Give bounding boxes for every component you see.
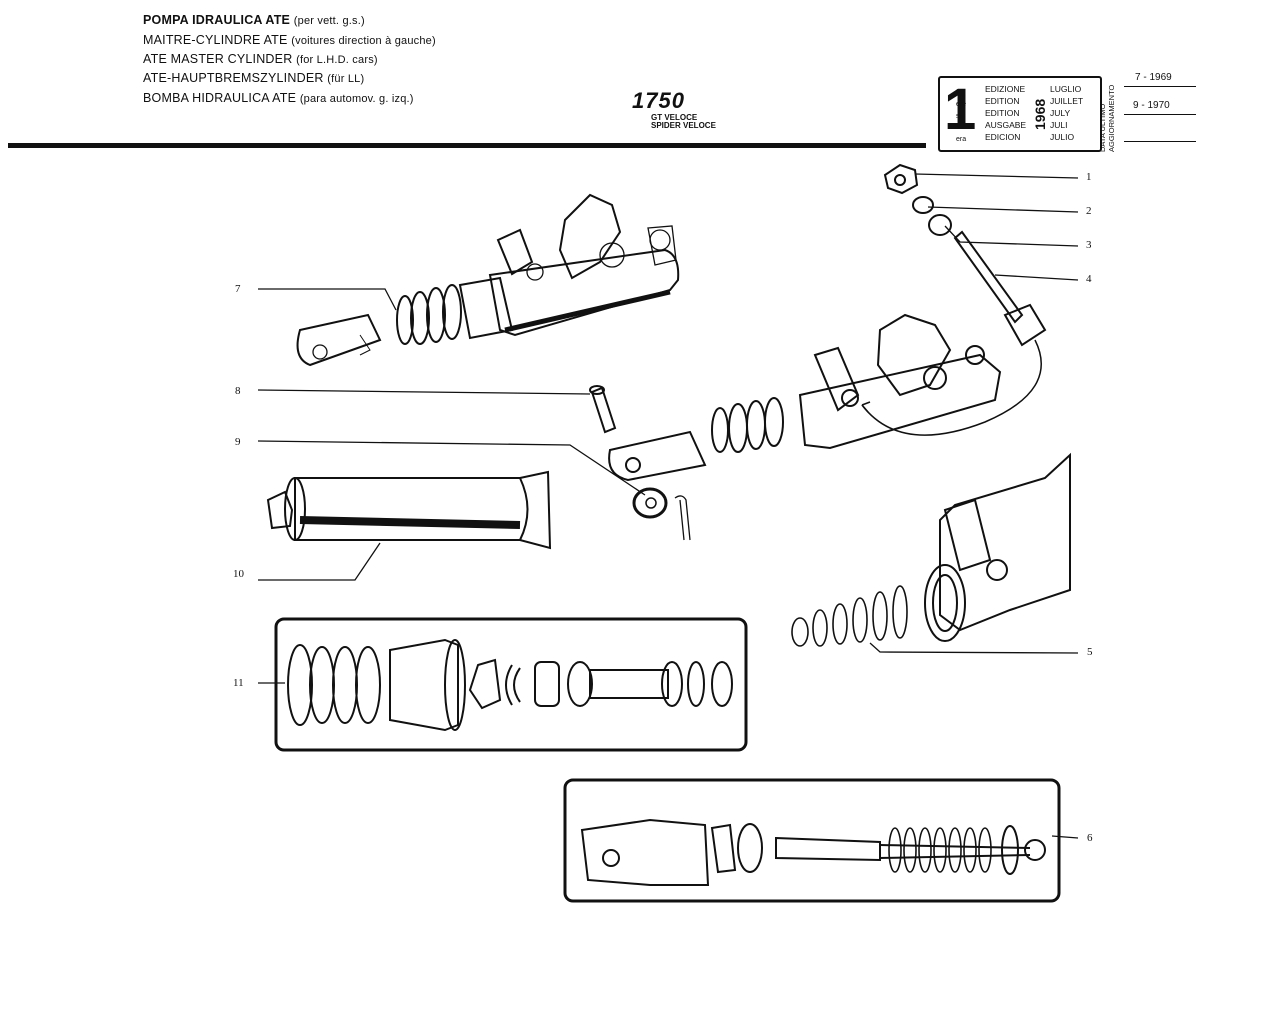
cylinder-body-5 (791, 452, 1071, 647)
edition-label: AUSGABE (985, 120, 1027, 130)
washer-3 (928, 214, 952, 236)
edition-month: JUILLET (1050, 96, 1084, 106)
callout-5: 5 (1087, 646, 1093, 658)
edition-month: LUGLIO (1050, 84, 1082, 94)
edition-label: EDITION (985, 108, 1020, 118)
update-line-2 (1124, 114, 1196, 115)
callout-11: 11 (233, 677, 244, 689)
callout-10: 10 (233, 568, 244, 580)
edition-number: 1 (944, 77, 977, 142)
leader-3 (944, 225, 1079, 247)
model-logo: 1750 (632, 88, 685, 113)
washer-2 (912, 196, 934, 214)
washer-9 (632, 487, 668, 519)
title-en: ATE MASTER CYLINDER (for L.H.D. cars) (143, 52, 378, 66)
callout-6: 6 (1087, 832, 1093, 844)
title-it: POMPA IDRAULICA ATE (per vett. g.s.) (143, 13, 365, 27)
model-sub-gt: GT VELOCE (651, 113, 698, 122)
cotter-pin (674, 495, 691, 541)
callout-7: 7 (235, 283, 241, 295)
leader-2 (927, 206, 1079, 213)
callout-9: 9 (235, 436, 241, 448)
box-11 (274, 617, 748, 752)
callout-2: 2 (1086, 205, 1092, 217)
edition-label: EDITION (985, 96, 1020, 106)
title-es: BOMBA HIDRAULICA ATE (para automov. g. i… (143, 91, 414, 105)
update-line-3 (1124, 141, 1196, 142)
edition-label: EDIZIONE (985, 84, 1026, 94)
leader-1 (914, 173, 1079, 179)
master-cylinder-assembly (296, 193, 680, 367)
header-rule (8, 143, 926, 148)
update-date-1: 7 - 1969 (1135, 72, 1172, 83)
edition-box (938, 76, 1102, 152)
leader-5 (869, 642, 1079, 654)
callout-1: 1 (1086, 171, 1092, 183)
model-sub-spider: SPIDER VELOCE (651, 121, 716, 130)
edition-month: JULY (1050, 108, 1071, 118)
edition-sup: era (956, 136, 967, 143)
leader-4 (994, 274, 1079, 281)
leader-10 (258, 542, 381, 581)
seal-kit-parts (287, 638, 733, 732)
edition-sup: st (956, 113, 962, 120)
callout-4: 4 (1086, 273, 1092, 285)
leader-8 (257, 389, 591, 395)
edition-month: JULIO (1050, 132, 1075, 142)
nut-1 (883, 163, 919, 195)
update-line-1 (1124, 86, 1196, 87)
edition-sup: . (956, 124, 958, 131)
edition-label: EDICION (985, 132, 1021, 142)
master-cylinder-exploded (608, 313, 1042, 482)
grease-tube (266, 470, 552, 550)
update-date-2: 9 - 1970 (1133, 100, 1170, 111)
callout-3: 3 (1086, 239, 1092, 251)
edition-month: JULI (1050, 120, 1068, 130)
box-6 (563, 778, 1061, 903)
title-fr: MAITRE-CYLINDRE ATE (voitures direction … (143, 33, 436, 47)
bolt-4 (953, 230, 1047, 347)
pin (589, 385, 617, 434)
edition-sup: a (956, 88, 960, 95)
leader-7 (258, 288, 397, 311)
title-de: ATE-HAUPTBREMSZYLINDER (für LL) (143, 71, 365, 85)
callout-8: 8 (235, 385, 241, 397)
pushrod-parts (580, 818, 1046, 886)
leader-9 (257, 440, 646, 496)
edition-sup: ere (956, 101, 967, 108)
leader-6 (1051, 835, 1079, 839)
